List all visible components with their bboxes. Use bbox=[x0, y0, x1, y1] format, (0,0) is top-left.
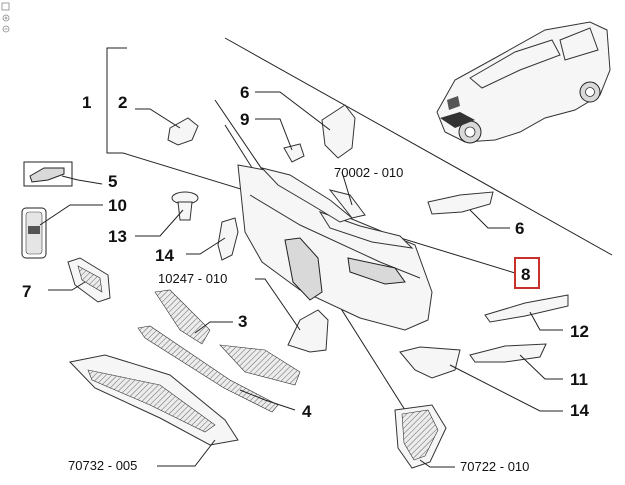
bracket-6-right[interactable] bbox=[427, 191, 494, 215]
bracket-6-upper[interactable] bbox=[321, 104, 356, 159]
ref-70002: 70002 - 010 bbox=[334, 165, 403, 180]
trim-11[interactable] bbox=[469, 343, 547, 363]
push-pin-13[interactable] bbox=[171, 191, 199, 221]
upper-trim-strip[interactable] bbox=[260, 167, 366, 223]
ref-10247: 10247 - 010 bbox=[158, 271, 227, 286]
callout-6-upper: 6 bbox=[240, 83, 249, 102]
callout-14-right: 14 bbox=[570, 401, 589, 420]
callout-11: 11 bbox=[570, 370, 588, 389]
bracket-14-left[interactable] bbox=[217, 217, 239, 261]
lower-trim-4[interactable] bbox=[137, 325, 279, 413]
callout-13: 13 bbox=[108, 227, 127, 246]
front-bumper[interactable] bbox=[237, 164, 433, 331]
callout-1: 1 bbox=[82, 93, 91, 112]
touch-up-paint[interactable] bbox=[21, 207, 47, 259]
zoom-in-icon[interactable] bbox=[2, 14, 10, 22]
callout-8: 8 bbox=[521, 265, 530, 284]
ref-70722: 70722 - 010 bbox=[460, 459, 529, 474]
callout-6-right: 6 bbox=[515, 219, 524, 238]
underbody-70732[interactable] bbox=[69, 354, 239, 446]
callout-14-left: 14 bbox=[155, 246, 174, 265]
callout-4: 4 bbox=[302, 402, 312, 421]
tow-hook-cap[interactable] bbox=[167, 117, 199, 146]
callout-9: 9 bbox=[240, 110, 249, 129]
callout-2: 2 bbox=[118, 93, 127, 112]
highlighted-item-8[interactable]: 8 bbox=[514, 257, 540, 289]
fit-icon[interactable] bbox=[1, 2, 10, 11]
trim-12[interactable] bbox=[484, 294, 569, 323]
ref-70732: 70732 - 005 bbox=[68, 458, 137, 473]
bracket-14-right[interactable] bbox=[399, 346, 461, 379]
lower-grille-3[interactable] bbox=[154, 289, 301, 386]
callout-12: 12 bbox=[570, 322, 589, 341]
leader-lines bbox=[39, 91, 563, 468]
callout-7: 7 bbox=[22, 282, 31, 301]
viewer-tools bbox=[1, 2, 10, 33]
clip-5[interactable] bbox=[23, 161, 73, 187]
vehicle-illustration bbox=[436, 21, 611, 144]
clip-9[interactable] bbox=[283, 143, 305, 163]
center-grille-70722[interactable] bbox=[394, 404, 447, 469]
callout-10: 10 bbox=[108, 196, 127, 215]
duct-10247[interactable] bbox=[287, 309, 329, 353]
callout-3: 3 bbox=[238, 312, 247, 331]
callout-5: 5 bbox=[108, 172, 117, 191]
zoom-out-icon[interactable] bbox=[2, 25, 10, 33]
side-grille-7[interactable] bbox=[67, 257, 111, 303]
